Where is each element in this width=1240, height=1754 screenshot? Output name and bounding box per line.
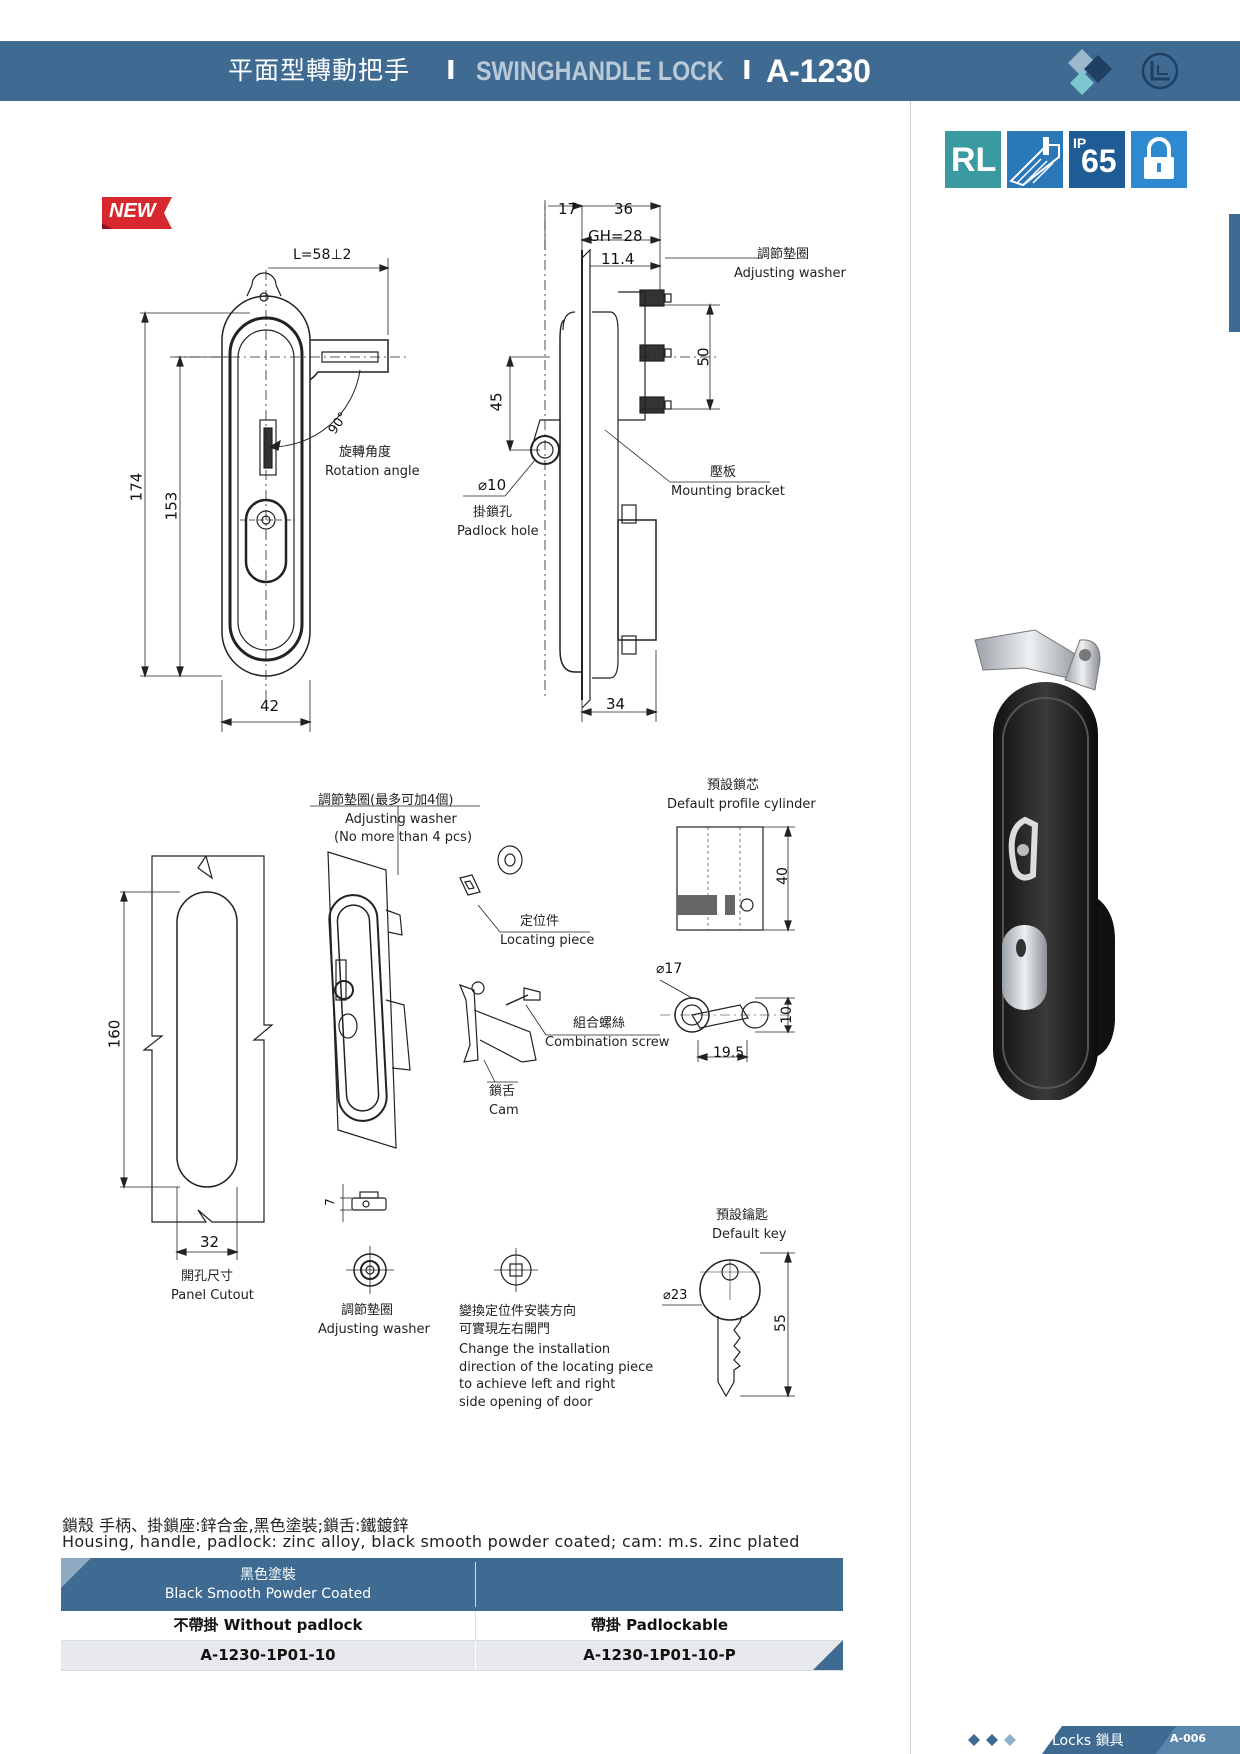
code-padlockable: A-1230-1P01-10-P: [583, 1646, 736, 1664]
dim-153: 153: [162, 491, 181, 521]
dim-160: 160: [105, 1019, 124, 1049]
cutout-label-zh: 開孔尺寸: [181, 1269, 234, 1284]
dim-d17: ⌀17: [656, 961, 683, 977]
cylinder-label-en: Default profile cylinder: [667, 797, 816, 812]
panel-cutout-drawing: [120, 855, 274, 1260]
title-en: SWINGHANDLE LOCK: [476, 56, 724, 86]
cutout-label-en: Panel Cutout: [171, 1288, 254, 1303]
col-padlockable: 帶掛 Padlockable: [590, 1616, 729, 1634]
exploded-view-drawing: [310, 805, 660, 1149]
padlock-hole-dim: ⌀10: [478, 476, 507, 494]
section-tab: [1229, 214, 1240, 332]
length-dim: L=58⊥2: [293, 247, 352, 263]
washer-max-label-en: Adjusting washer: [345, 812, 457, 827]
footer-bar: [968, 1726, 1240, 1754]
front-view-drawing: [140, 258, 410, 732]
table-header-cell: 黑色塗裝 Black Smooth Powder Coated: [61, 1558, 475, 1611]
screw-label-en: Combination screw: [545, 1035, 670, 1050]
washer-detail-label-en: Adjusting washer: [318, 1322, 430, 1337]
dim-19-5: 19.5: [713, 1045, 745, 1061]
dim-d23: ⌀23: [663, 1288, 688, 1303]
ip65-icon: IP 65: [1069, 131, 1125, 188]
col-without-padlock: 不帶掛 Without padlock: [173, 1616, 363, 1634]
washer-max-note: (No more than 4 pcs): [334, 830, 473, 845]
column-divider: [910, 101, 911, 1754]
rotation-label-en: Rotation angle: [325, 464, 420, 479]
cam-label-en: Cam: [489, 1103, 519, 1118]
dim-34: 34: [606, 695, 626, 713]
locating-note-en4: side opening of door: [459, 1395, 593, 1410]
padlock-label-zh: 掛鎖孔: [473, 505, 513, 520]
dim-36: 36: [614, 200, 634, 218]
gh-dim: GH=28: [588, 227, 643, 245]
page-number: A-006: [1170, 1732, 1207, 1745]
finish-en: Black Smooth Powder Coated: [164, 1586, 372, 1602]
dim-32: 32: [200, 1233, 220, 1251]
profile-cylinder-drawing: [659, 825, 795, 1062]
dim-42: 42: [260, 697, 280, 715]
dim-55: 55: [772, 1314, 789, 1332]
product-photo: [974, 629, 1115, 1100]
washer-label-zh: 調節墊圈: [757, 247, 810, 262]
dim-10: 10: [778, 1006, 795, 1024]
side-view-drawing: [463, 200, 770, 722]
screw-label-zh: 組合螺絲: [573, 1016, 626, 1031]
bracket-label-zh: 壓板: [710, 465, 737, 480]
material-zh: 鎖殼 手柄、掛鎖座:鋅合金,黑色塗裝;鎖舌:鐵鍍鋅: [62, 1516, 409, 1535]
dim-17: 17: [558, 200, 578, 218]
title-separator: I: [446, 56, 456, 86]
padlock-label-en: Padlock hole: [457, 524, 539, 539]
model-number: A-1230: [766, 53, 871, 89]
header-bar: 平面型轉動把手 I SWINGHANDLE LOCK I A-1230: [0, 41, 1240, 101]
locating-label-zh: 定位件: [520, 914, 560, 929]
washer-detail-label-zh: 調節墊圈: [341, 1303, 394, 1318]
order-table: 黑色塗裝 Black Smooth Powder Coated 不帶掛 With…: [61, 1558, 843, 1671]
table-row: A-1230-1P01-10 A-1230-1P01-10-P: [61, 1640, 843, 1671]
dim-11-4: 11.4: [601, 250, 635, 268]
new-badge: NEW: [100, 195, 174, 231]
locating-note-zh2: 可實現左右開門: [459, 1322, 551, 1337]
key-drawing: [662, 1251, 795, 1398]
washer-max-label-zh: 調節墊圈(最多可加4個): [318, 793, 454, 808]
cam-label-zh: 鎖舌: [489, 1084, 516, 1099]
dim-174: 174: [127, 472, 146, 502]
key-label-zh: 預設鑰匙: [716, 1208, 769, 1223]
dim-45: 45: [487, 392, 506, 412]
dim-40: 40: [774, 867, 791, 885]
title-zh: 平面型轉動把手: [228, 56, 411, 85]
rotation-label-zh: 旋轉角度: [339, 445, 392, 460]
locating-note-zh1: 變換定位件安裝方向: [459, 1304, 577, 1319]
table-row: 不帶掛 Without padlock 帶掛 Padlockable: [61, 1611, 843, 1641]
padlock-icon: [1131, 131, 1187, 188]
code-without-padlock: A-1230-1P01-10: [200, 1646, 336, 1664]
finish-zh: 黑色塗裝: [240, 1567, 296, 1583]
key-label-en: Default key: [712, 1227, 787, 1242]
footer-category: Locks 鎖具: [1052, 1733, 1124, 1749]
cylinder-label-zh: 預設鎖芯: [707, 778, 760, 793]
rl-badge-icon: RL: [945, 131, 1001, 188]
locating-label-en: Locating piece: [500, 933, 595, 948]
dim-7: 7: [322, 1198, 337, 1206]
table-header: 黑色塗裝 Black Smooth Powder Coated: [61, 1558, 843, 1611]
locating-note-en2: direction of the locating piece: [459, 1360, 654, 1375]
bracket-label-en: Mounting bracket: [671, 484, 785, 499]
panel-mount-icon: [1007, 131, 1063, 188]
material-en: Housing, handle, padlock: zinc alloy, bl…: [62, 1532, 800, 1551]
brand-logo-icon: [1068, 49, 1179, 95]
locating-note-en1: Change the installation: [459, 1342, 611, 1357]
technical-drawing: [120, 200, 795, 1398]
dim-50: 50: [694, 347, 713, 367]
washer-detail-drawing: [340, 1184, 538, 1294]
locating-note-en3: to achieve left and right: [459, 1377, 616, 1392]
title-separator: I: [742, 56, 752, 86]
washer-label-en: Adjusting washer: [734, 266, 846, 281]
